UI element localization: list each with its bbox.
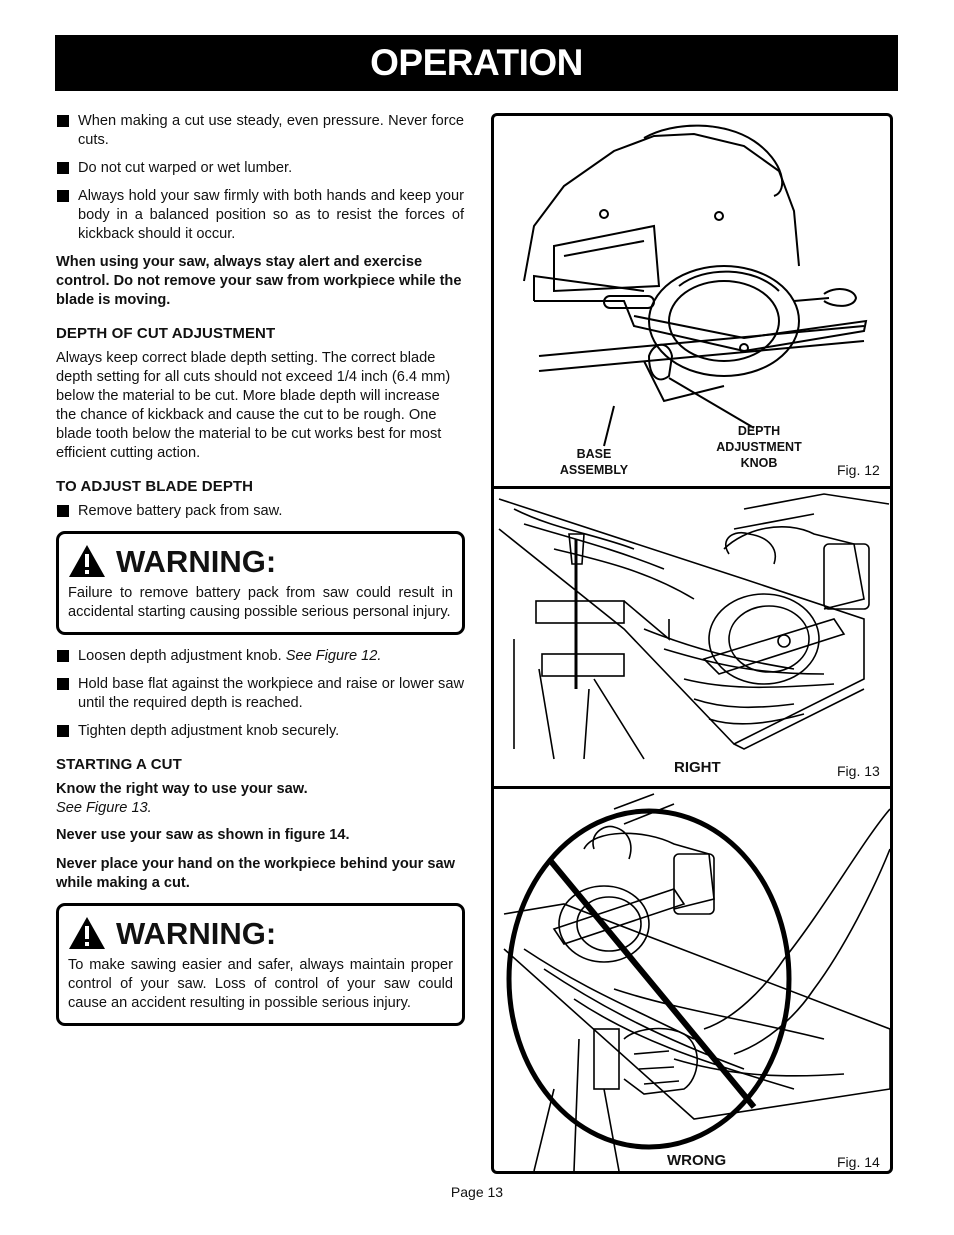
figure-frame: BASE ASSEMBLY DEPTH ADJUSTMENT KNOB Fig.… — [491, 113, 893, 1174]
bullet-item: Do not cut warped or wet lumber. — [56, 159, 464, 178]
warning-header: WARNING: — [68, 912, 453, 954]
starting-line1-ref: See Figure 13. — [56, 800, 152, 816]
warning-box-battery: WARNING: Failure to remove battery pack … — [56, 531, 465, 635]
starting-heading: STARTING A CUT — [56, 756, 182, 773]
bullet-item: Remove battery pack from saw. — [56, 502, 464, 521]
warning-text: Failure to remove battery pack from saw … — [68, 585, 453, 620]
alert-note: When using your saw, always stay alert a… — [56, 254, 462, 308]
text-column: When making a cut use steady, even press… — [56, 112, 465, 1038]
bullet-square-icon — [57, 505, 69, 517]
bullet-item: Tighten depth adjustment knob securely. — [56, 722, 464, 741]
bullet-square-icon — [57, 678, 69, 690]
figure-13-panel: RIGHT Fig. 13 — [494, 489, 890, 786]
figure-divider — [494, 486, 890, 489]
page-title: OPERATION — [370, 42, 583, 83]
figure-divider — [494, 786, 890, 789]
bullet-square-icon — [57, 650, 69, 662]
bullet-square-icon — [57, 725, 69, 737]
starting-line2: Never use your saw as shown in figure 14… — [56, 827, 350, 843]
bullet-square-icon — [57, 190, 69, 202]
bullet-item: Loosen depth adjustment knob. See Figure… — [56, 647, 464, 666]
bullet-square-icon — [57, 115, 69, 127]
warning-header: WARNING: — [68, 540, 453, 582]
bullet-item: When making a cut use steady, even press… — [56, 112, 464, 150]
title-bar: OPERATION — [55, 35, 898, 91]
starting-line3: Never place your hand on the workpiece b… — [56, 856, 455, 891]
callout-depth-knob: DEPTH ADJUSTMENT KNOB — [716, 424, 802, 470]
bullet-item: Always hold your saw firmly with both ha… — [56, 187, 464, 244]
depth-heading: DEPTH OF CUT ADJUSTMENT — [56, 325, 276, 342]
figure-13-caption: RIGHT — [674, 759, 721, 776]
figure-13-label: Fig. 13 — [837, 763, 880, 779]
adjust-heading: TO ADJUST BLADE DEPTH — [56, 478, 254, 495]
saw-wrong-illustration — [503, 793, 890, 1171]
figure-14-panel: WRONG Fig. 14 — [494, 789, 890, 1171]
bullet-square-icon — [57, 162, 69, 174]
warning-label: WARNING: — [116, 543, 277, 579]
saw-depth-illustration — [523, 124, 868, 447]
figure-14-caption: WRONG — [667, 1152, 727, 1169]
warning-triangle-icon — [69, 545, 105, 577]
bullet-item: Hold base flat against the workpiece and… — [56, 675, 464, 713]
warning-box-control: WARNING: To make sawing easier and safer… — [56, 903, 465, 1026]
starting-line1: Know the right way to use your saw. — [56, 781, 308, 797]
warning-label: WARNING: — [116, 915, 277, 951]
figure-12-label: Fig. 12 — [837, 462, 880, 478]
warning-text: To make sawing easier and safer, always … — [68, 957, 453, 1011]
warning-triangle-icon — [69, 917, 105, 949]
callout-base-assembly: BASE ASSEMBLY — [559, 447, 629, 477]
depth-body: Always keep correct blade depth setting.… — [56, 350, 451, 461]
figure-14-label: Fig. 14 — [837, 1154, 880, 1170]
saw-right-illustration — [498, 493, 890, 760]
figure-12-panel: BASE ASSEMBLY DEPTH ADJUSTMENT KNOB Fig.… — [494, 116, 890, 486]
page-number: Page 13 — [450, 1184, 504, 1200]
